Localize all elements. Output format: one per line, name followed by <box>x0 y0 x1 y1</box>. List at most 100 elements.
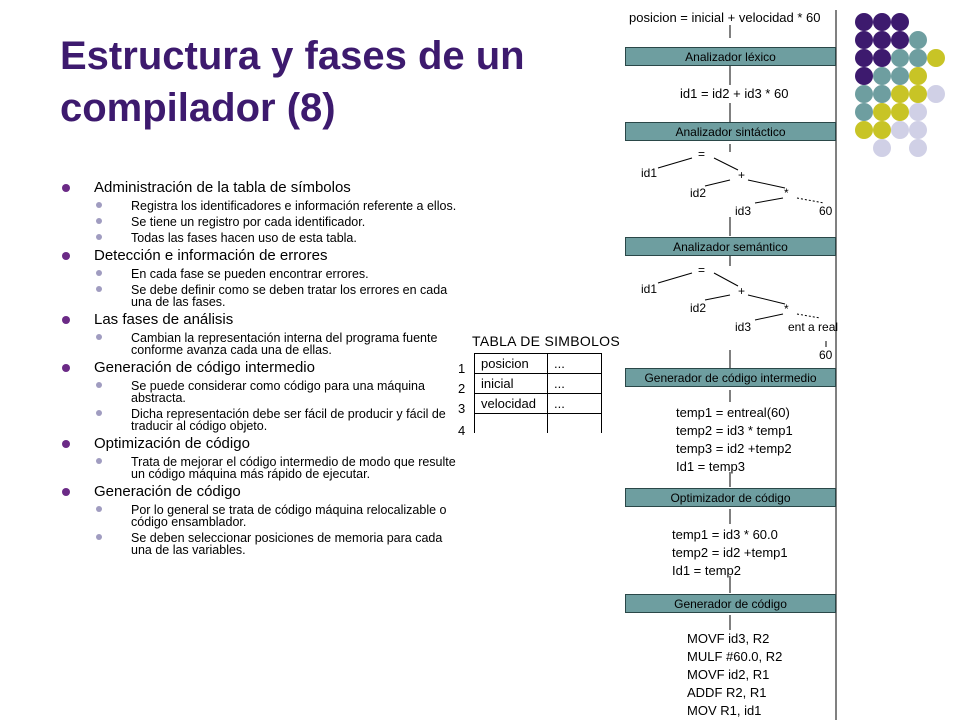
phase-box-semantic: Analizador semántico <box>625 237 836 256</box>
tree-edge <box>657 157 693 169</box>
dot-icon <box>855 49 873 67</box>
sub-bullet-item: Todas las fases hacen uso de esta tabla. <box>60 232 460 244</box>
dot-icon <box>873 13 891 31</box>
intermediate-code-line: temp2 = id3 * temp1 <box>676 423 793 438</box>
dot-icon <box>873 103 891 121</box>
dot-icon <box>909 49 927 67</box>
row-number: 4 <box>458 423 466 438</box>
dot-icon <box>909 139 927 157</box>
sub-bullet-item: Se deben seleccionar posiciones de memor… <box>60 532 460 556</box>
dot-icon <box>855 31 873 49</box>
tree-node: = <box>698 263 706 277</box>
target-code-line: MOV R1, id1 <box>687 703 762 718</box>
dot-icon <box>891 67 909 85</box>
sub-bullet-item: En cada fase se pueden encontrar errores… <box>60 268 460 280</box>
tree-node: id3 <box>735 204 752 218</box>
table-cell: velocidad <box>474 393 548 414</box>
page-title: Estructura y fases de un compilador (8) <box>60 34 525 130</box>
intermediate-code-line: Id1 = temp3 <box>676 459 746 474</box>
dot-icon <box>891 103 909 121</box>
sub-bullet-item: Dicha representación debe ser fácil de p… <box>60 408 460 432</box>
bullet-item: Generación de código intermedio <box>60 360 460 376</box>
tree-node: = <box>698 147 706 161</box>
table-row: posicion ... <box>474 353 602 374</box>
table-cell <box>474 413 548 433</box>
phase-box-optimizer: Optimizador de código <box>625 488 836 507</box>
row-number: 2 <box>458 381 466 396</box>
tree-node: id1 <box>641 166 658 180</box>
dot-icon <box>891 49 909 67</box>
dot-icon <box>873 85 891 103</box>
tree-edge <box>713 272 739 287</box>
phase-box-syntactic: Analizador sintáctico <box>625 122 836 141</box>
sub-bullet-item: Se debe definir como se deben tratar los… <box>60 284 460 308</box>
tree-edge <box>747 294 786 305</box>
bullet-item: Las fases de análisis <box>60 312 460 328</box>
dot-icon <box>855 121 873 139</box>
tree-edge <box>754 313 784 321</box>
tree-edge <box>704 179 731 187</box>
tree-edge <box>754 197 784 204</box>
dot-icon <box>855 85 873 103</box>
dot-icon <box>855 13 873 31</box>
optimized-code-line: temp2 = id2 +temp1 <box>672 545 788 560</box>
optimized-code-line: temp1 = id3 * 60.0 <box>672 527 778 542</box>
tree-node: ent a real <box>788 320 839 334</box>
dot-icon <box>891 13 909 31</box>
sub-bullet-item: Trata de mejorar el código intermedio de… <box>60 456 460 480</box>
symbol-table-title: TABLA DE SIMBOLOS <box>472 333 620 349</box>
dot-icon <box>891 85 909 103</box>
tree-node: * <box>784 302 789 316</box>
dot-icon <box>927 85 945 103</box>
table-cell: inicial <box>474 373 548 394</box>
bullet-item: Optimización de código <box>60 436 460 452</box>
phase-box-intermediate: Generador de código intermedio <box>625 368 836 387</box>
dot-icon <box>855 67 873 85</box>
bullet-list: Administración de la tabla de símbolos R… <box>60 180 460 560</box>
table-row: velocidad ... <box>474 393 602 414</box>
table-cell: ... <box>547 353 602 374</box>
tree-node: * <box>784 186 789 200</box>
tree-node: id2 <box>690 186 707 200</box>
dot-icon <box>873 31 891 49</box>
tree-node: + <box>738 284 746 298</box>
optimized-code-line: Id1 = temp2 <box>672 563 742 578</box>
dot-icon <box>891 31 909 49</box>
table-row <box>474 413 602 433</box>
dot-icon <box>909 103 927 121</box>
tree-edge <box>796 313 821 319</box>
tree-node: + <box>738 168 746 182</box>
row-number: 3 <box>458 401 466 416</box>
dot-icon <box>909 121 927 139</box>
tree-edge <box>713 157 739 171</box>
dot-icon <box>909 85 927 103</box>
dot-icon <box>873 139 891 157</box>
tree-node: 60 <box>819 348 833 362</box>
dot-icon <box>927 49 945 67</box>
dot-icon <box>855 103 873 121</box>
table-cell <box>547 413 602 433</box>
dot-icon <box>909 31 927 49</box>
target-code-line: ADDF R2, R1 <box>687 685 767 700</box>
table-cell: ... <box>547 393 602 414</box>
tree-edge <box>657 272 693 284</box>
tree-node: id1 <box>641 282 658 296</box>
sub-bullet-item: Registra los identificadores e informaci… <box>60 200 460 212</box>
dot-icon <box>891 121 909 139</box>
dot-icon <box>909 67 927 85</box>
intermediate-code-line: temp3 = id2 +temp2 <box>676 441 792 456</box>
intermediate-code-line: temp1 = entreal(60) <box>676 405 790 420</box>
tree-node: id2 <box>690 301 707 315</box>
dot-icon <box>873 67 891 85</box>
token-stream: id1 = id2 + id3 * 60 <box>680 86 789 101</box>
sub-bullet-item: Por lo general se trata de código máquin… <box>60 504 460 528</box>
dot-icon <box>873 121 891 139</box>
sub-bullet-item: Se tiene un registro por cada identifica… <box>60 216 460 228</box>
symbol-table: posicion ... inicial ... velocidad ... <box>474 353 602 433</box>
sub-bullet-item: Se puede considerar como código para una… <box>60 380 460 404</box>
bullet-item: Detección e información de errores <box>60 248 460 264</box>
tree-edge <box>747 179 786 189</box>
source-statement: posicion = inicial + velocidad * 60 <box>629 10 821 25</box>
table-cell: ... <box>547 373 602 394</box>
phase-box-codegen: Generador de código <box>625 594 836 613</box>
